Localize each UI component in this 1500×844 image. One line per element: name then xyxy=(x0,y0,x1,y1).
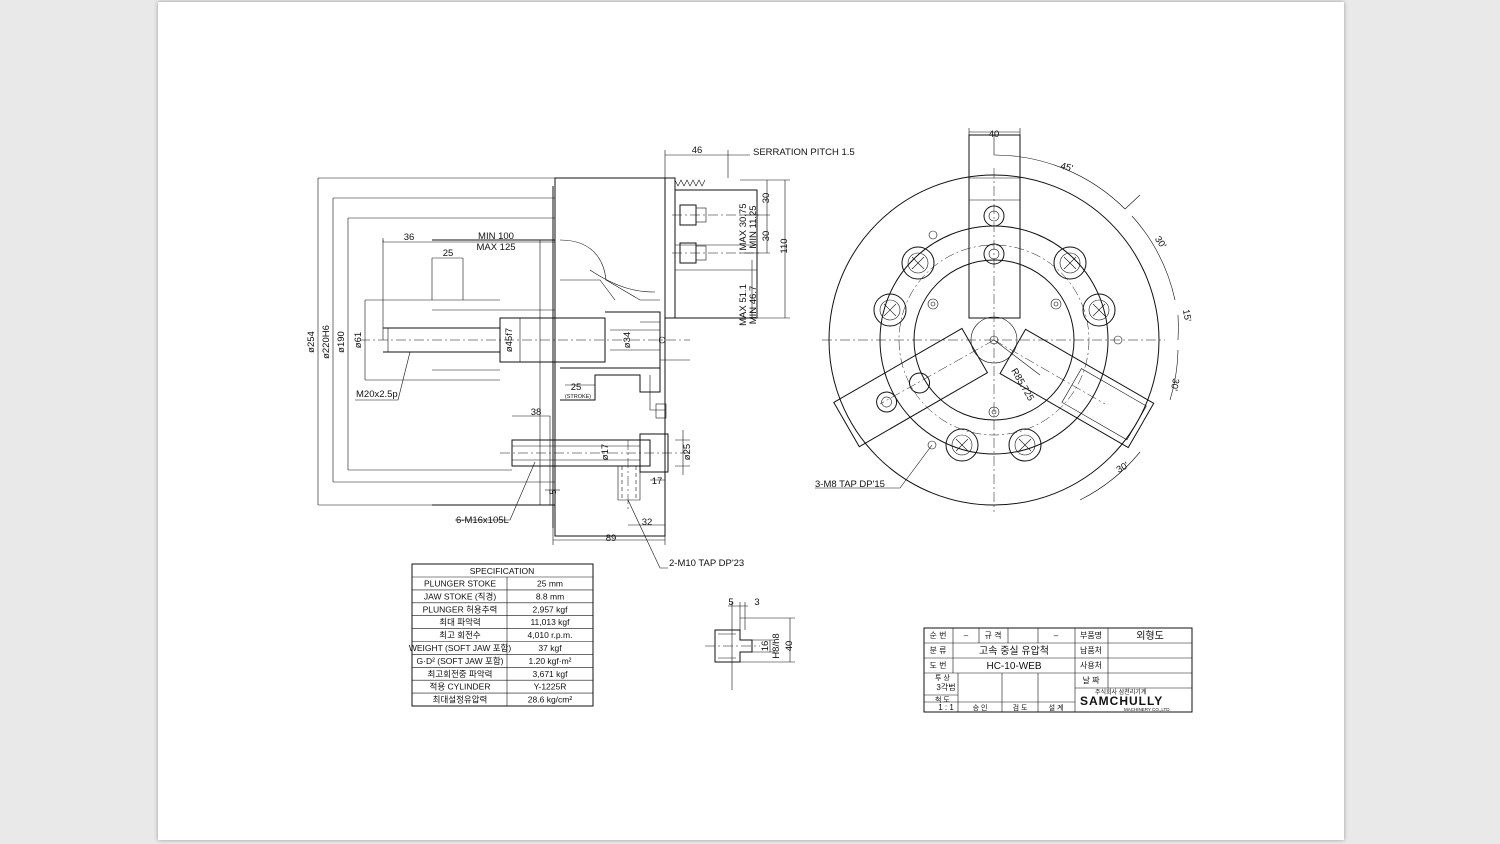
tb-tusang: 투 상 xyxy=(935,673,950,682)
tb-bunryu: 분 류 xyxy=(930,646,947,655)
spec-item-value: 8.8 mm xyxy=(536,591,564,601)
tb-part-label: 부품명 xyxy=(1080,630,1102,640)
spec-item-value: 3,671 kgf xyxy=(533,669,569,679)
dim-32: 32 xyxy=(642,517,653,528)
dim-side-40: 40 xyxy=(989,129,1000,140)
tb-scale: 1 : 1 xyxy=(938,703,954,712)
spec-item-value: Y-1225R xyxy=(534,682,567,692)
spec-item-label: PLUNGER 허용추력 xyxy=(423,604,498,614)
dim-17: 17 xyxy=(652,476,663,487)
dim-25: 25 xyxy=(443,248,454,259)
spec-item-label: PLUNGER STOKE xyxy=(424,579,496,589)
tb-dash1: – xyxy=(964,631,969,640)
dim-d17: ø17 xyxy=(600,444,611,460)
spec-item-label: 최대설정유압력 xyxy=(433,695,488,705)
tb-dash2: – xyxy=(1054,631,1059,640)
dim-30a: 30 xyxy=(761,193,772,204)
spec-item-value: 25 mm xyxy=(537,579,563,589)
dim-d45: ø45f7 xyxy=(504,328,515,352)
tb-product: 고속 중실 유압척 xyxy=(979,644,1049,657)
spec-item-label: 최대 파악력 xyxy=(439,617,480,627)
dim-89: 89 xyxy=(606,533,617,544)
angle-30a: 30' xyxy=(1152,234,1168,251)
tb-dobeon: 도 번 xyxy=(930,661,947,670)
spec-item-label: 최고회전중 파악력 xyxy=(428,669,493,679)
thread-m16: 6-M16x105L xyxy=(456,515,509,526)
angle-30c: 30' xyxy=(1115,460,1131,476)
spec-item-value: 2,957 kgf xyxy=(533,604,569,614)
detail-40: 40 xyxy=(784,641,795,652)
angle-15: 15' xyxy=(1180,309,1193,323)
spec-item-value: 1.20 kgf·m² xyxy=(529,656,572,666)
spec-item-label: 적용 CYLINDER xyxy=(430,682,491,692)
spec-item-label: WEIGHT (SOFT JAW 포함) xyxy=(409,643,512,653)
tb-cheokdo: 척 도 xyxy=(935,696,950,704)
spec-item-label: JAW STOKE (직경) xyxy=(424,591,496,601)
detail-5: 5 xyxy=(728,597,733,608)
dim-max30: MAX 30.75 xyxy=(738,204,749,251)
front-view: ø254 ø220H6 ø190 ø61 ø45f7 ø34 ø17 ø25 M… xyxy=(306,145,855,569)
spec-item-value: 4,010 r.p.m. xyxy=(528,630,573,640)
tb-logo-sub: MACHINERY CO.,LTD. xyxy=(1124,707,1171,712)
tb-part-name: 외형도 xyxy=(1136,630,1164,642)
tb-gyugyeok: 규 격 xyxy=(985,630,1002,640)
tb-drawing-no: HC-10-WEB xyxy=(986,661,1041,672)
radius-r85: R85.725 xyxy=(1008,366,1035,403)
dim-46: 46 xyxy=(692,145,703,156)
angle-30b: 30' xyxy=(1168,377,1181,391)
spec-item-value: 11,013 kgf xyxy=(530,617,570,627)
tb-logo: SAMCHULLY xyxy=(1080,694,1163,708)
spec-item-label: G·D² (SOFT JAW 포함) xyxy=(417,656,504,666)
thread-m8: 3-M8 TAP DP'15 xyxy=(815,479,885,490)
drawing-sheet xyxy=(158,2,1344,840)
dim-d25: ø25 xyxy=(682,444,693,460)
dim-max51: MAX 51.1 xyxy=(738,284,749,326)
tb-method: 3각법 xyxy=(936,682,955,692)
dim-d34: ø34 xyxy=(622,332,633,348)
angle-45: 45' xyxy=(1059,161,1074,175)
dim-d190: ø190 xyxy=(336,331,347,353)
dim-d254: ø254 xyxy=(306,331,317,353)
detail-h8: H8/h8 xyxy=(771,633,782,658)
dim-min11: MIN 11.25 xyxy=(748,205,759,248)
spec-item-value: 28.6 kg/cm² xyxy=(528,695,573,705)
dim-5: 5 xyxy=(548,489,559,494)
tb-sayongcheo: 사용처 xyxy=(1080,661,1102,670)
serration-label: SERRATION PITCH 1.5 xyxy=(753,147,855,158)
dim-38: 38 xyxy=(531,407,542,418)
tb-sunbeon: 순 번 xyxy=(930,631,947,640)
dim-d61: ø61 xyxy=(353,332,364,348)
dim-36: 36 xyxy=(404,232,415,243)
dim-min46: MIN 46.7 xyxy=(748,286,759,325)
jaw-detail: 5 3 16 H8/h8 40 xyxy=(705,597,795,690)
thread-m10: 2-M10 TAP DP'23 xyxy=(669,558,744,569)
dim-30b: 30 xyxy=(761,231,772,242)
spec-item-label: 최고 회전수 xyxy=(439,630,481,640)
dim-d220: ø220H6 xyxy=(321,325,332,359)
stroke-label: (STROKE) xyxy=(565,394,591,400)
tb-sign-design: 설 계 xyxy=(1049,703,1064,712)
thread-m20: M20x2.5p xyxy=(356,389,398,400)
title-block: 순 번 – 규 격 – 부품명 외형도 분 류 고속 중실 유압척 납품처 도 … xyxy=(923,627,1193,713)
dim-110: 110 xyxy=(779,238,790,253)
tb-sign-approve: 승 인 xyxy=(973,703,988,712)
dim-min100: MIN 100 xyxy=(478,231,514,242)
side-view: 40 45' 30' 15' 30' 30' R85.725 3-M8 TAP … xyxy=(815,128,1193,512)
spec-title: SPECIFICATION xyxy=(470,566,535,576)
spec-table: PLUNGER STOKE 25 mm JAW STOKE (직경) 8.8 mm PL… xyxy=(409,563,594,707)
tb-nalja: 날 짜 xyxy=(1083,675,1101,685)
tb-sign-check: 검 도 xyxy=(1013,704,1028,712)
dim-max125: MAX 125 xyxy=(476,242,515,253)
spec-item-value: 37 kgf xyxy=(538,643,562,653)
tb-nappumcheo: 납품처 xyxy=(1080,646,1102,655)
dim-25-stroke: 25 xyxy=(571,382,582,393)
tb-maker-small: 주식회사 삼천리기계 xyxy=(1095,688,1146,696)
detail-16: 16 xyxy=(760,641,771,652)
detail-3: 3 xyxy=(754,597,759,608)
